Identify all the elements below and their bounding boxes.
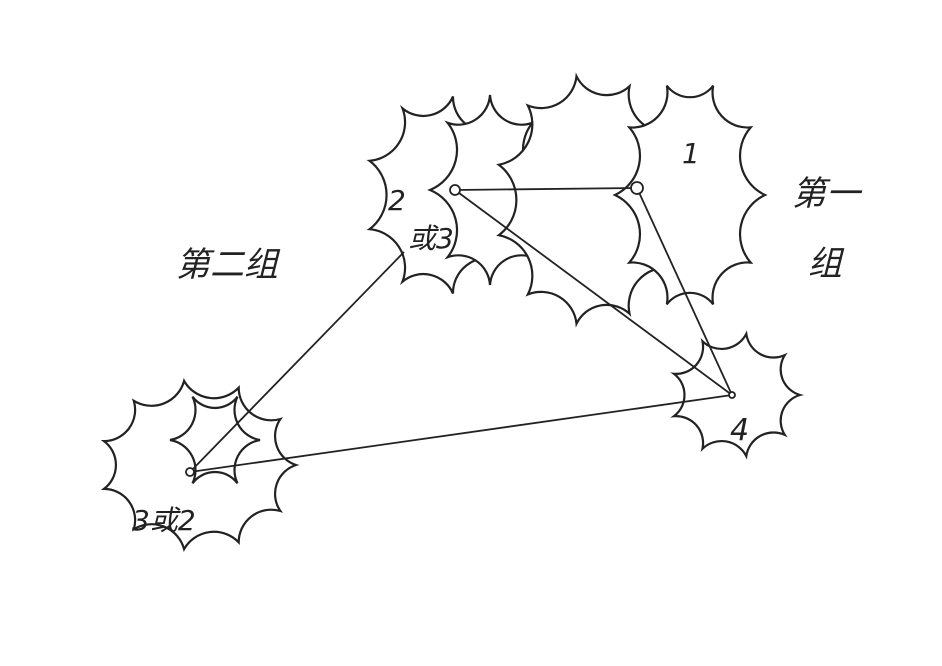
edge-1-4 bbox=[636, 187, 733, 396]
label-point-4: 4 bbox=[730, 413, 749, 448]
edge-2-1 bbox=[454, 187, 638, 191]
cloud-group-one-front bbox=[612, 84, 768, 306]
label-point-2: 2 bbox=[388, 184, 406, 217]
labels: 1 2 或3 3或2 4 第二组 第一 组 bbox=[132, 137, 863, 537]
connections bbox=[189, 187, 733, 473]
label-point-3: 3或2 bbox=[132, 504, 196, 537]
label-point-2-alt: 或3 bbox=[408, 222, 454, 255]
edge-3-2 bbox=[189, 251, 405, 473]
nodes bbox=[185, 181, 736, 477]
cloud-point-4 bbox=[670, 330, 804, 460]
node-4 bbox=[728, 391, 736, 399]
label-group-two: 第二组 bbox=[176, 245, 281, 285]
edge-2-4 bbox=[454, 189, 733, 396]
label-point-1: 1 bbox=[682, 137, 700, 170]
cloud-point-3-inner bbox=[169, 396, 261, 484]
label-group-one-top: 第一 bbox=[792, 174, 863, 214]
node-1 bbox=[630, 181, 644, 195]
clouds bbox=[100, 72, 804, 552]
label-group-one-bottom: 组 bbox=[808, 244, 845, 284]
edge-3-4 bbox=[189, 394, 733, 473]
node-3 bbox=[185, 467, 195, 477]
node-2 bbox=[449, 184, 461, 196]
